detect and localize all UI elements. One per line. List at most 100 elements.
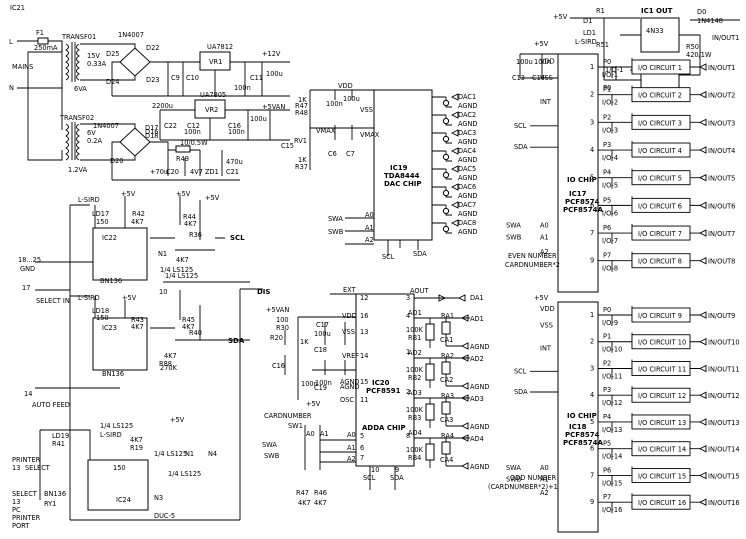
- adc-input-resistor: [425, 403, 435, 421]
- adc-pin-number: 8: [406, 432, 410, 440]
- io-output-arrow: [698, 391, 707, 399]
- io-circuit-box: [631, 253, 691, 269]
- io-side-label: A1: [540, 475, 549, 483]
- io-line-label: I/O-8: [602, 265, 618, 273]
- io-pin-number: 5: [590, 418, 594, 426]
- dac-output-cap: [442, 99, 450, 107]
- cap-c21: C21: [226, 168, 239, 176]
- adc-rb-value: 100K: [406, 406, 424, 414]
- opto-label: 4K7: [164, 352, 177, 360]
- adc-pin-number: 4: [406, 312, 410, 320]
- dac-100u: 100u: [343, 95, 360, 103]
- vcc-label: +5V: [122, 294, 137, 302]
- io-circuit-label: I/O CIRCUIT 16: [638, 499, 686, 507]
- dac-output-cap: [442, 171, 450, 179]
- io-circuit-box: [631, 307, 691, 323]
- io-odd-ref: IC18: [569, 423, 587, 431]
- io-even-note-2: CARDNUMBER*2: [505, 261, 560, 269]
- dac-agnd-label: AGND: [458, 120, 478, 128]
- io-out-ic: [640, 17, 680, 53]
- io-port-label: P7: [603, 252, 611, 260]
- transformer-1-ref: TRANSF01: [61, 33, 96, 41]
- transformer-2-rating: 1.2VA: [68, 166, 88, 174]
- io-side-label: VSS: [540, 321, 553, 329]
- transformer-1-amps: 0.33A: [87, 60, 107, 68]
- dac-pin-a2: A2: [365, 236, 374, 244]
- io-output-label: IN/OUT15: [708, 472, 740, 480]
- io-pin-number: 3: [590, 118, 594, 126]
- opto-label: LD18: [92, 307, 109, 315]
- opto-ic22: [92, 227, 148, 281]
- adc-pin-label: VREF: [342, 352, 359, 360]
- opto-label: L-SIRD: [78, 196, 100, 204]
- dac-output-trace: [432, 222, 452, 234]
- io-circuit-label: I/O CIRCUIT 10: [638, 339, 686, 347]
- dac-output-trace: [432, 168, 452, 180]
- adc-input-label: AD4: [408, 429, 422, 437]
- diode-d18: D18: [145, 132, 158, 140]
- adc-switch-label: A1: [320, 430, 329, 438]
- rail-5van: +5VAN: [262, 103, 285, 111]
- opto-label: IC23: [102, 324, 117, 332]
- opto-label: R88: [159, 360, 172, 368]
- opto-label: DUC-5: [154, 512, 175, 520]
- adc-pin-label: VDD: [342, 312, 357, 320]
- opto-label: LD19: [52, 432, 69, 440]
- adc-pin-label: VSS: [342, 328, 355, 336]
- transformer-1-symbol: [65, 42, 80, 82]
- dac-swa: SWA: [328, 215, 343, 223]
- io-circuit-box: [631, 59, 691, 75]
- io-line-label: I/O-11: [602, 372, 622, 380]
- regulator-vr2: [194, 99, 226, 119]
- regulator-ua7805: UA7805: [200, 91, 226, 99]
- adc-input-resistor: [425, 323, 435, 341]
- io-side-label: SCL: [514, 367, 527, 375]
- dac-output-label: DAC2: [458, 111, 476, 119]
- opto-label: GND: [20, 265, 35, 273]
- io-line-label: I/O-10: [602, 346, 622, 354]
- adc-input-arrow: [460, 434, 469, 470]
- opto-label: IC24: [116, 496, 131, 504]
- dac-pin-vmax: VMAX: [360, 131, 380, 139]
- io-output-label: IN/OUT12: [708, 392, 740, 400]
- adc-pin-number: 1: [406, 348, 410, 356]
- io-output-arrow: [698, 229, 707, 237]
- adc-input-ra: [441, 321, 451, 335]
- signal-scl: SCL: [230, 234, 245, 242]
- io-circuit-label: I/O CIRCUIT 6: [638, 202, 682, 210]
- adc-label: ADDA CHIP: [362, 424, 406, 432]
- dac-output-trace: [432, 186, 452, 198]
- adc-ra-ref: RA4: [441, 432, 454, 440]
- io-output-arrow: [698, 338, 707, 346]
- adc-input-ra: [441, 401, 451, 415]
- adc-pin-label: A0: [347, 431, 356, 439]
- adc-pin-label: OSC: [340, 396, 354, 404]
- opto-label: 4K7: [182, 323, 195, 331]
- io-circuit-box: [631, 334, 691, 350]
- opto-label: 270K: [160, 364, 178, 372]
- adc-pin-number: 11: [360, 396, 368, 404]
- adc-pin-label: AGND: [340, 378, 360, 386]
- dac-output-arrow: [450, 219, 459, 227]
- io-output-label: IN/OUT8: [708, 258, 735, 266]
- dac-output-cap: [442, 189, 450, 197]
- adc-output-label: AD2: [470, 355, 484, 363]
- signal-sda: SDA: [228, 337, 245, 345]
- adc-rb-ref: RB4: [408, 454, 421, 462]
- opto-label: R41: [52, 440, 65, 448]
- io-even-cap-label: C13: [512, 74, 525, 82]
- adc-pin-label: SCL: [363, 474, 376, 482]
- io-out-label: P0: [603, 84, 611, 92]
- io-line-label: I/O-15: [602, 479, 622, 487]
- vcc-label: +5V: [205, 194, 220, 202]
- io-circuit-box: [631, 441, 691, 457]
- opto-ic23: [92, 317, 148, 371]
- io-even-note-1: EVEN NUMBER: [508, 252, 557, 260]
- io-side-label: VDD: [540, 58, 555, 66]
- io-out-label: R50: [686, 43, 699, 51]
- opto-label: LD17: [92, 210, 109, 218]
- adc-pin-label: A2: [347, 455, 356, 463]
- io-chip-odd: IO CHIP IC18 PCF8574 PCF8574A ODD NUMBER…: [488, 294, 740, 533]
- io-output-label: IN/OUT5: [708, 175, 735, 183]
